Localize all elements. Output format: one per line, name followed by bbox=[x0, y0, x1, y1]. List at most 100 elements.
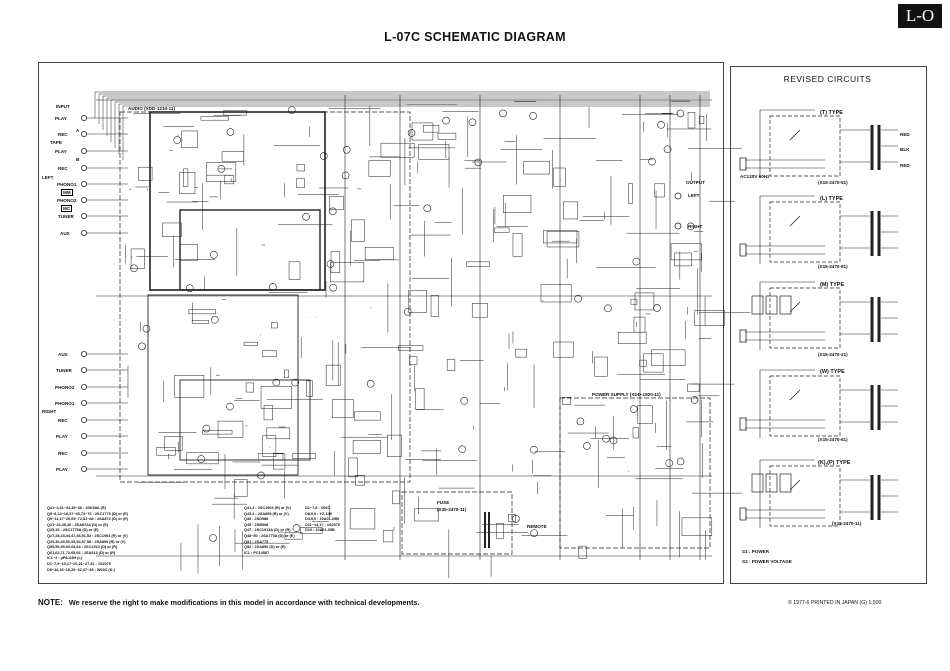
voltage-selector bbox=[779, 473, 792, 493]
component bbox=[266, 427, 291, 440]
power-supply-outline bbox=[559, 397, 711, 549]
mc-label: MC bbox=[61, 205, 73, 212]
audio-board-outline bbox=[119, 111, 411, 483]
parts-list-entry: Q52 : 2SA850 (D) or (E) bbox=[244, 545, 286, 550]
parts-list-entry: Q45 : 2SD588 bbox=[244, 517, 269, 522]
component bbox=[670, 243, 702, 261]
component bbox=[634, 292, 655, 311]
type-kp-label: (K),(P) TYPE bbox=[818, 460, 851, 466]
component bbox=[162, 222, 182, 237]
switch-board-w bbox=[769, 375, 841, 437]
component bbox=[234, 479, 248, 497]
tape-label: TAPE bbox=[50, 140, 62, 145]
left-input-rec-a: REC bbox=[58, 132, 68, 137]
jack-icon bbox=[81, 164, 88, 171]
transistor-icon bbox=[302, 212, 310, 221]
component bbox=[466, 261, 490, 267]
ac-plug-icon bbox=[739, 329, 747, 343]
left-input-aux: AUX bbox=[60, 231, 70, 236]
component bbox=[422, 125, 440, 133]
component bbox=[273, 453, 286, 470]
component bbox=[164, 436, 183, 451]
component bbox=[637, 405, 653, 424]
parts-list-entry: Q47 : 2SC1913A (D) or (R) bbox=[244, 528, 291, 533]
right-input-rec-b: REC bbox=[58, 418, 68, 423]
component bbox=[291, 453, 317, 459]
parts-list-entry: Q61,62,71,72,65,66 : 2SA913 (D) or (R) bbox=[47, 550, 116, 555]
voltage-selector bbox=[765, 473, 778, 493]
component bbox=[594, 356, 608, 377]
component bbox=[330, 250, 341, 273]
component bbox=[368, 160, 391, 177]
parts-list-entry: Q9~12,17~20,69~72,81~84 : 2SA872 (D) or … bbox=[47, 517, 129, 522]
component bbox=[329, 195, 344, 210]
ac-plug-icon bbox=[739, 243, 747, 257]
transistor-icon bbox=[287, 106, 296, 114]
schematic-frame bbox=[38, 62, 724, 584]
component bbox=[325, 364, 341, 386]
type-w-part: (X15-2470-61) bbox=[818, 437, 848, 442]
component bbox=[578, 545, 587, 559]
footer-note: NOTE:We reserve the right to make modifi… bbox=[38, 598, 420, 607]
component bbox=[446, 359, 456, 371]
switch-board-m bbox=[769, 287, 841, 349]
jack-icon bbox=[81, 212, 88, 219]
legend-s1: S1 : POWER bbox=[742, 549, 770, 554]
jack-icon bbox=[81, 432, 88, 439]
jack-icon bbox=[81, 180, 88, 187]
component bbox=[415, 388, 425, 410]
switch-board-kp bbox=[769, 465, 841, 527]
type-l-label: (L) TYPE bbox=[820, 196, 843, 202]
component bbox=[380, 142, 415, 158]
component bbox=[523, 160, 550, 175]
jack-icon bbox=[81, 130, 88, 137]
component bbox=[349, 508, 376, 530]
transistor-icon bbox=[366, 380, 375, 388]
output-label: OUTPUT bbox=[686, 180, 705, 185]
transistor-icon bbox=[653, 304, 661, 312]
transistor-icon bbox=[663, 145, 672, 154]
transistor-icon bbox=[209, 534, 217, 542]
parts-list-power: Q41,2 : 2SC1904 (R) or (V)Q43,4 : 2SA899… bbox=[244, 506, 295, 556]
component bbox=[414, 508, 439, 522]
parts-list-entry: D4,5,0 : 10A01-05B bbox=[305, 517, 339, 522]
parts-list-entry: IC1 : PC14587 bbox=[244, 550, 270, 555]
switch-s1 bbox=[789, 389, 801, 401]
parts-list-entry: D1~7,9~13,17~20,21~27,31 : 1S2076 bbox=[47, 561, 111, 566]
left-input-play-b: PLAY bbox=[55, 149, 67, 154]
transistor-icon bbox=[657, 121, 665, 129]
component bbox=[200, 116, 229, 121]
component bbox=[221, 151, 244, 162]
component bbox=[437, 132, 457, 140]
transistor-icon bbox=[676, 457, 685, 466]
wire-blk: BLK bbox=[900, 147, 910, 152]
output-jack-icon bbox=[674, 192, 682, 200]
jack-icon bbox=[81, 399, 88, 406]
transistor-icon bbox=[328, 207, 337, 216]
component bbox=[553, 167, 566, 187]
left-input-play-a: PLAY bbox=[55, 116, 67, 121]
component bbox=[350, 219, 365, 242]
switch-s1 bbox=[789, 215, 801, 227]
component bbox=[288, 261, 301, 280]
component bbox=[562, 396, 571, 405]
component bbox=[496, 522, 504, 540]
component bbox=[300, 527, 323, 534]
component bbox=[271, 322, 278, 329]
note-label: NOTE: bbox=[38, 598, 63, 607]
parts-list-entry: D11~14,17 : 1S2076 bbox=[305, 522, 340, 527]
parts-list-entry: Q43,4 : 2SA899 (R) or (V) bbox=[244, 511, 289, 516]
power-board-label: POWER SUPPLY (XDD-1920-11) bbox=[592, 392, 661, 397]
transistor-icon bbox=[211, 315, 219, 324]
voltage-selector bbox=[751, 295, 764, 315]
jack-icon bbox=[81, 416, 88, 423]
transistor-icon bbox=[226, 128, 235, 136]
transistor-icon bbox=[458, 445, 466, 454]
component bbox=[262, 435, 277, 457]
component bbox=[503, 195, 532, 213]
transistor-icon bbox=[676, 109, 685, 118]
parts-list-entry: Q25,26 : 2SC1775A (D) or (E) bbox=[47, 528, 99, 533]
component bbox=[364, 247, 394, 260]
component bbox=[179, 172, 196, 194]
